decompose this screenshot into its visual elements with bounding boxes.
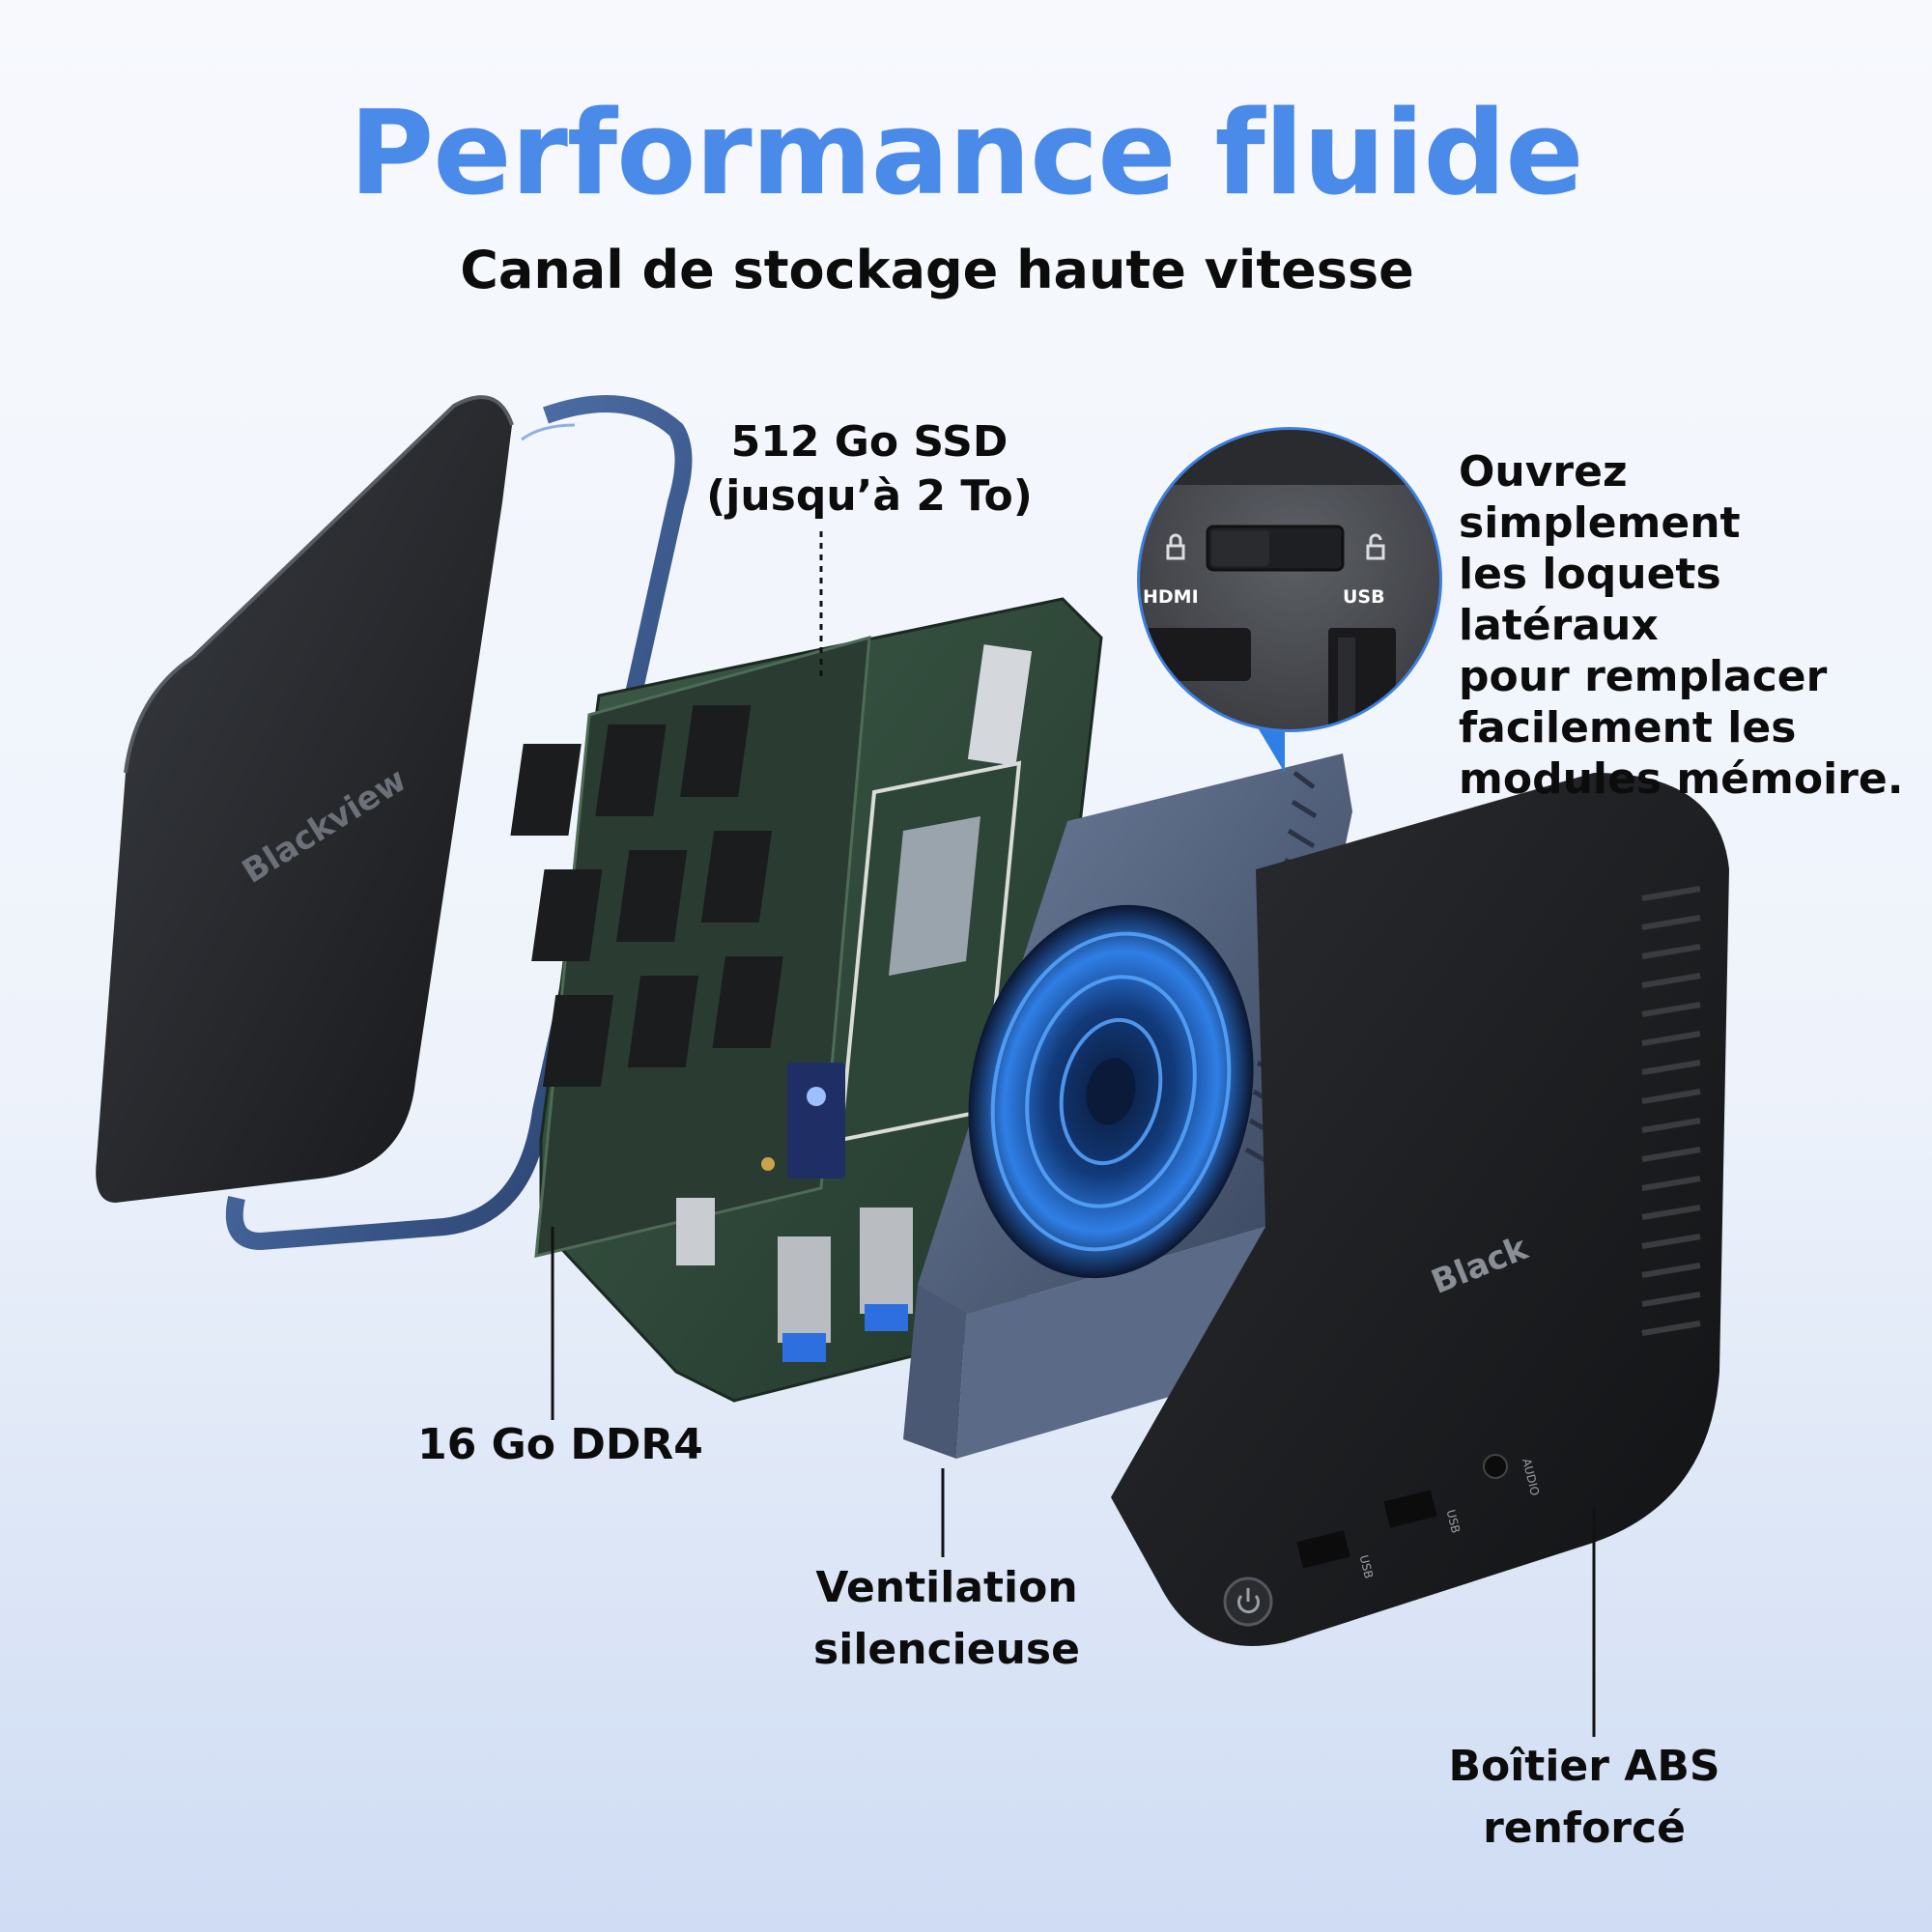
case-callout: Boîtier ABS renforcé (1410, 1736, 1758, 1860)
page-subtitle: Canal de stockage haute vitesse (460, 240, 1414, 300)
top-lid (96, 395, 514, 1204)
leader-lines (551, 531, 1596, 1737)
page-title: Performance fluide (349, 87, 1583, 221)
latch-note-line-2: les loquets latéraux (1459, 550, 1721, 650)
blue-frame (225, 395, 693, 1250)
zoom-usb-label: USB (1343, 586, 1385, 608)
latch-note-line-5: modules mémoire. (1459, 754, 1904, 804)
latch-note: Ouvrez simplement les loquets latéraux p… (1459, 446, 1922, 805)
latch-note-line-4: facilement les (1459, 703, 1797, 753)
ssd-callout-line-1: 512 Go SSD (730, 417, 1009, 467)
fan-callout: Ventilation silencieuse (792, 1557, 1101, 1681)
device-case (1111, 773, 1729, 1646)
case-callout-line-1: Boîtier ABS (1448, 1742, 1720, 1791)
heatsink-fan (903, 753, 1352, 1459)
fan-callout-line-1: Ventilation (815, 1563, 1078, 1612)
ssd-callout: 512 Go SSD (jusqu’à 2 To) (676, 415, 1063, 524)
latch-note-line-1: Ouvrez simplement (1459, 447, 1741, 548)
ssd-callout-line-2: (jusqu’à 2 To) (706, 471, 1033, 521)
latch-zoom-bubble (1137, 427, 1442, 773)
case-callout-line-2: renforcé (1483, 1804, 1686, 1853)
zoom-hdmi-label: HDMI (1143, 586, 1199, 608)
lock-icon (1166, 533, 1185, 560)
lock-icon (1366, 533, 1385, 560)
latch-note-line-3: pour remplacer (1459, 652, 1828, 701)
ram-callout: 16 Go DDR4 (417, 1420, 703, 1469)
fan-callout-line-2: silencieuse (813, 1625, 1080, 1674)
